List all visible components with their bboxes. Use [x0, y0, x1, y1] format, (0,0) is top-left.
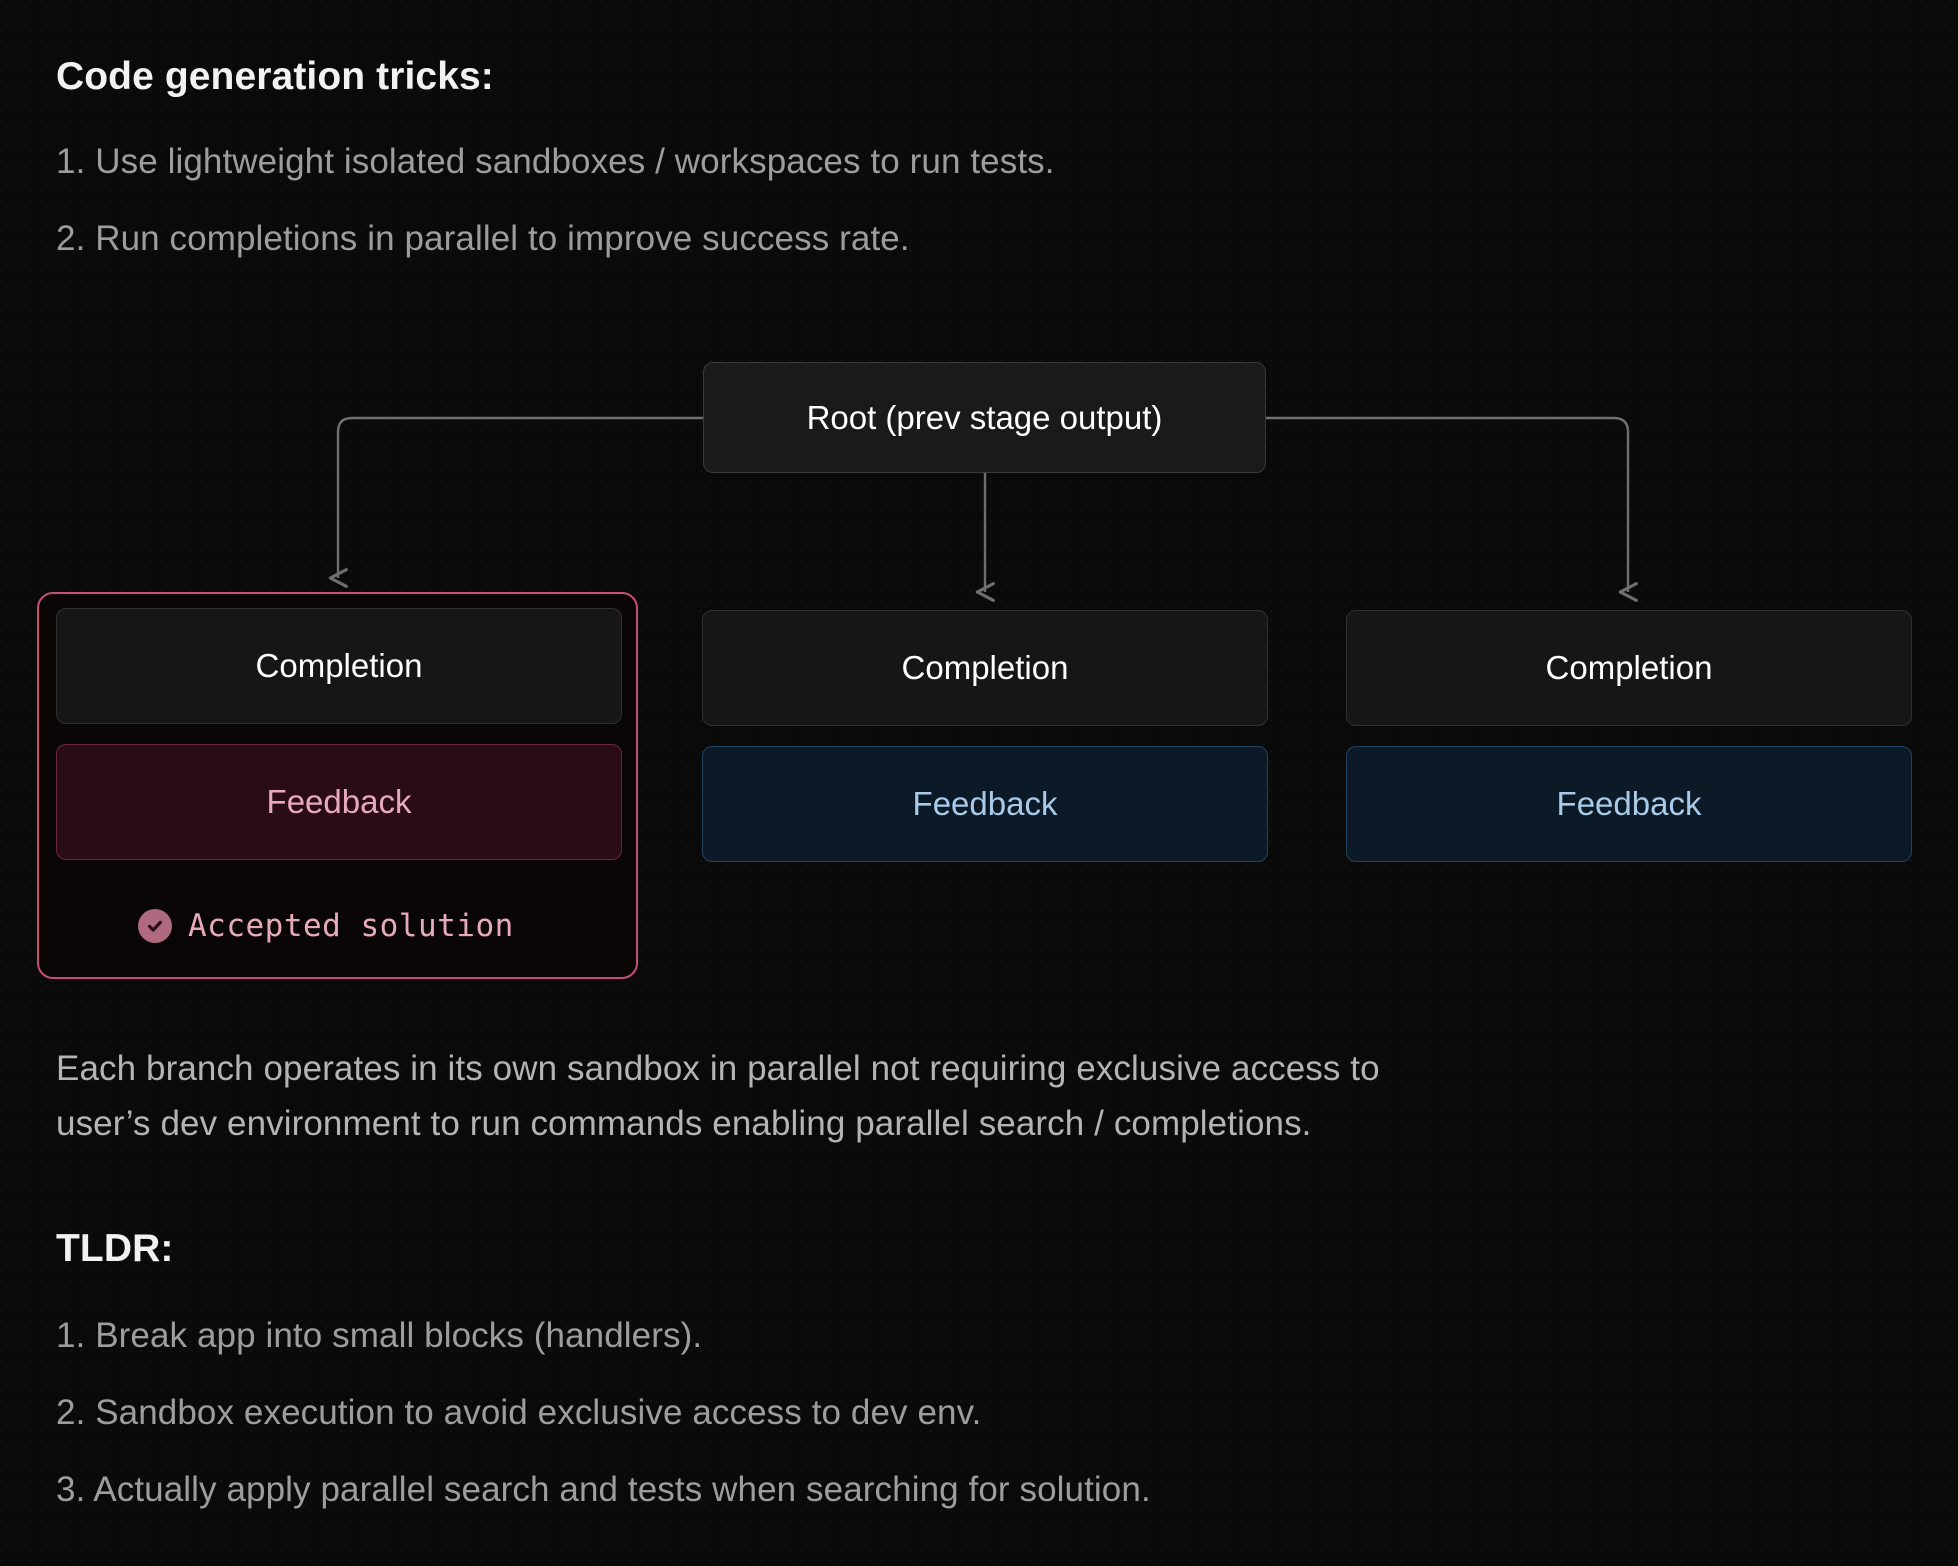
connector-root-to-branch-3	[1266, 416, 1638, 602]
feedback-node-3-label: Feedback	[1556, 785, 1702, 822]
completion-node-3[interactable]: Completion	[1346, 610, 1912, 726]
completion-node-1[interactable]: Completion	[56, 608, 622, 724]
root-node[interactable]: Root (prev stage output)	[703, 362, 1266, 473]
feedback-node-1[interactable]: Feedback	[56, 744, 622, 860]
tldr-item-1: 1. Break app into small blocks (handlers…	[56, 1316, 703, 1355]
feedback-node-1-label: Feedback	[266, 783, 412, 820]
check-circle-icon	[138, 909, 172, 943]
accepted-solution-label: Accepted solution	[188, 908, 514, 944]
tldr-heading: TLDR:	[56, 1227, 174, 1270]
completion-node-2[interactable]: Completion	[702, 610, 1268, 726]
tldr-item-3: 3. Actually apply parallel search and te…	[56, 1470, 1151, 1509]
caption-line-1: Each branch operates in its own sandbox …	[56, 1049, 1380, 1088]
tricks-item-1: 1. Use lightweight isolated sandboxes / …	[56, 142, 1055, 181]
feedback-node-3[interactable]: Feedback	[1346, 746, 1912, 862]
completion-node-3-label: Completion	[1545, 649, 1713, 686]
tricks-item-2: 2. Run completions in parallel to improv…	[56, 219, 910, 258]
code-generation-tricks-heading: Code generation tricks:	[56, 55, 494, 98]
connector-root-to-branch-1	[328, 416, 703, 588]
caption-line-2: user’s dev environment to run commands e…	[56, 1104, 1312, 1143]
feedback-node-2-label: Feedback	[912, 785, 1058, 822]
root-node-label: Root (prev stage output)	[806, 398, 1163, 436]
completion-node-2-label: Completion	[901, 649, 1069, 686]
feedback-node-2[interactable]: Feedback	[702, 746, 1268, 862]
accepted-solution-badge: Accepted solution	[138, 908, 514, 944]
completion-node-1-label: Completion	[255, 647, 423, 684]
tldr-item-2: 2. Sandbox execution to avoid exclusive …	[56, 1393, 982, 1432]
